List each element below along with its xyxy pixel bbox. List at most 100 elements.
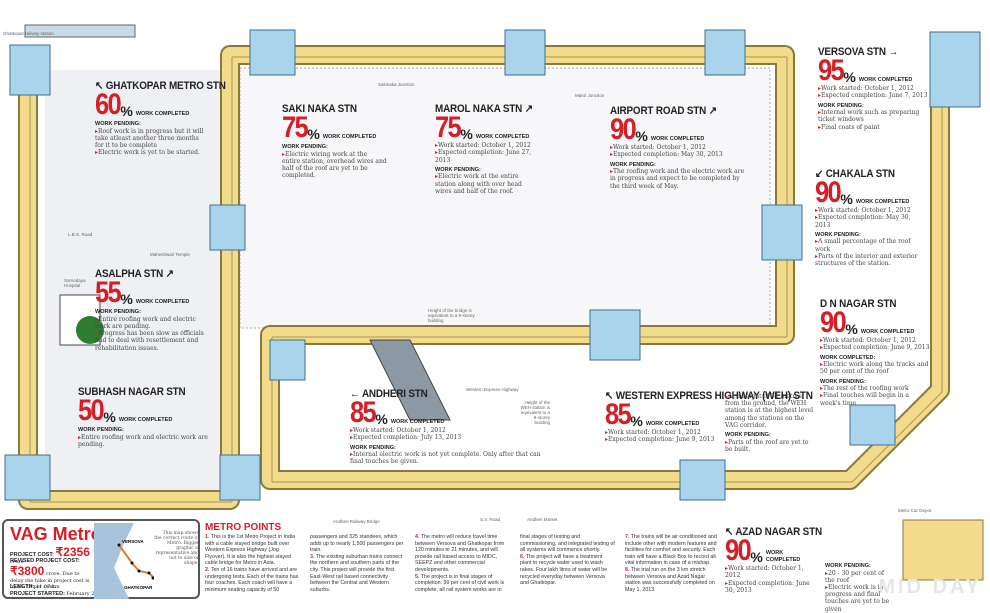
station-chakala <box>761 204 803 261</box>
completion-row: 85%WORK COMPLETED <box>605 398 720 432</box>
work-completed-label: WORK COMPLETED <box>135 298 190 305</box>
pending-item: Entire roofing work and electric work ar… <box>95 316 205 330</box>
completion-row: 55%WORK COMPLETED <box>95 276 205 310</box>
completion-percent: 50 <box>78 394 105 428</box>
cost-unit: crore <box>10 559 24 565</box>
completion-percent: 90 <box>725 534 752 568</box>
length-label: LENGTH: <box>10 584 35 590</box>
label-bridge-height: Height of the bridge is equivalent to a … <box>428 308 475 323</box>
station-jagruti <box>219 454 261 501</box>
station-name: ↖ AZAD NAGAR STN <box>725 526 822 539</box>
started-value: February 2008 <box>66 591 104 597</box>
percent-sign: % <box>630 413 643 430</box>
metro-point-item: 5. The project is in final stages of com… <box>415 534 615 598</box>
pending-item: Final touches will begin in a week's tim… <box>820 392 930 406</box>
completion-row: 50%WORK COMPLETED <box>78 394 208 428</box>
completion-row: 75%WORK COMPLETED <box>435 111 535 145</box>
work-completed-label: WORK COMPLETED <box>855 198 910 205</box>
percent-sign: % <box>635 128 648 145</box>
station-card-wehnote: At a height of 31 metres from the ground… <box>725 393 815 453</box>
point-text: The existing suburban trains connect the… <box>310 553 403 593</box>
station-name: ↖ GHATKOPAR METRO STN <box>95 80 226 93</box>
map-label-versova: VERSOVA <box>122 539 144 544</box>
completion-percent: 95 <box>818 54 845 88</box>
station-name: MAROL NAKA STN ↗ <box>435 103 533 116</box>
pending-item: 20 - 30 per cent of the roof <box>825 570 895 584</box>
metro-point-item: 8. The trial run on the 3 km stretch bet… <box>625 567 720 593</box>
station-name-text: D N NAGAR STN <box>820 298 897 310</box>
label-andheri-bridge: Andheri Railway Bridge <box>333 519 380 524</box>
vag-metro-summary: VAG Metro PROJECT COST: ₹2356 crore REVI… <box>2 519 200 599</box>
point-text: The project is in final stages of comple… <box>415 534 615 593</box>
completion-percent: 75 <box>435 111 462 145</box>
station-name-text: CHAKALA STN <box>825 168 895 180</box>
label-car-depot: Metro Car Depot <box>898 508 932 513</box>
percent-sign: % <box>845 321 858 338</box>
pending-item: Final coats of paint <box>818 124 928 131</box>
info-item: At a height of 31 metres from the ground… <box>725 393 815 429</box>
direction-arrow-icon: ↙ <box>815 168 824 180</box>
direction-arrow-icon: ↖ <box>725 526 734 538</box>
point-text: The metro will reduce travel time betwee… <box>415 534 505 574</box>
info-item: Work started: October 1, 2012 <box>815 207 925 214</box>
pending-item: Electric work is yet to be started. <box>95 149 205 156</box>
label-marol-junction: Marol Junction <box>575 93 605 98</box>
station-name-text: MAROL NAKA STN ↗ <box>435 103 533 115</box>
label-hospital: Sarvodaya Hospital <box>64 278 86 288</box>
point-text: Ten of 16 trains have arrived and are un… <box>205 534 404 593</box>
revised-cost-value: ₹3800 <box>10 564 45 578</box>
station-card-marol: MAROL NAKA STN ↗75%WORK COMPLETEDWork st… <box>435 103 535 195</box>
western-express-highway-road <box>369 339 451 421</box>
station-saki-naka <box>249 29 296 76</box>
pending-item: Progress has been slow as officials had … <box>95 330 205 352</box>
station-name-text: SAKI NAKA STN <box>282 103 357 115</box>
completion-percent: 55 <box>95 276 122 310</box>
direction-arrow-icon: ↖ <box>95 80 104 92</box>
work-pending-heading: WORK PENDING: <box>435 166 481 173</box>
revised-cost-label: REVISED PROJECT COST: <box>10 558 80 564</box>
station-name: ↙ CHAKALA STN <box>815 168 914 181</box>
completion-percent: 90 <box>610 113 637 147</box>
info-item: Expected completion: May 30, 2013 <box>610 151 750 158</box>
work-pending-heading: WORK PENDING: <box>725 431 771 438</box>
info-item: Work started: October 1, 2012 <box>610 144 750 151</box>
station-name-text: AIRPORT ROAD STN ↗ <box>610 105 717 117</box>
work-pending-heading: WORK PENDING: <box>95 121 141 128</box>
percent-sign: % <box>843 69 856 86</box>
direction-arrow-icon: ← <box>350 388 360 400</box>
point-number: 5. <box>415 573 420 580</box>
pending-item: Parts of the roof are yet to be built. <box>725 439 815 453</box>
percent-sign: % <box>750 549 763 566</box>
pending-item: Internal work such as preparing ticket w… <box>818 109 928 123</box>
completion-percent: 85 <box>350 396 377 430</box>
completion-row: 90%WORK COMPLETED <box>820 306 930 340</box>
station-name: ← ANDHERI STN <box>350 388 530 401</box>
point-number: 6. <box>520 553 525 560</box>
pending-item: Entire roofing work and electric work ar… <box>78 434 208 448</box>
station-name: ASALPHA STN ↗ <box>95 268 194 281</box>
completion-row: 75%WORK COMPLETED <box>282 113 387 143</box>
work-pending-heading: WORK PENDING: <box>825 563 871 569</box>
completion-percent: 90 <box>820 306 847 340</box>
ghatkopar-rail-train <box>24 24 136 38</box>
work-completed-label: WORK COMPLETED <box>322 133 377 140</box>
completion-percent: 85 <box>605 398 632 432</box>
info-item: Work started: October 1, 2012 <box>818 85 928 92</box>
route-ground-center <box>239 67 771 329</box>
completion-row: 90%WORK COMPLETED <box>725 534 815 568</box>
station-name-text: SUBHASH NAGAR STN <box>78 386 186 398</box>
cost-label: PROJECT COST: <box>10 552 55 558</box>
label-temple: Maheshwari Temple <box>150 252 190 257</box>
station-andheri <box>269 339 306 381</box>
station-card-versova: VERSOVA STN →95%WORK COMPLETEDWork start… <box>818 46 928 131</box>
percent-sign: % <box>307 126 320 143</box>
percent-sign: % <box>375 411 388 428</box>
point-number: 1. <box>205 534 210 540</box>
pending-item: Internal electric work is not yet comple… <box>350 451 550 465</box>
info-item: Work started: October 1, 2012 <box>725 565 815 579</box>
